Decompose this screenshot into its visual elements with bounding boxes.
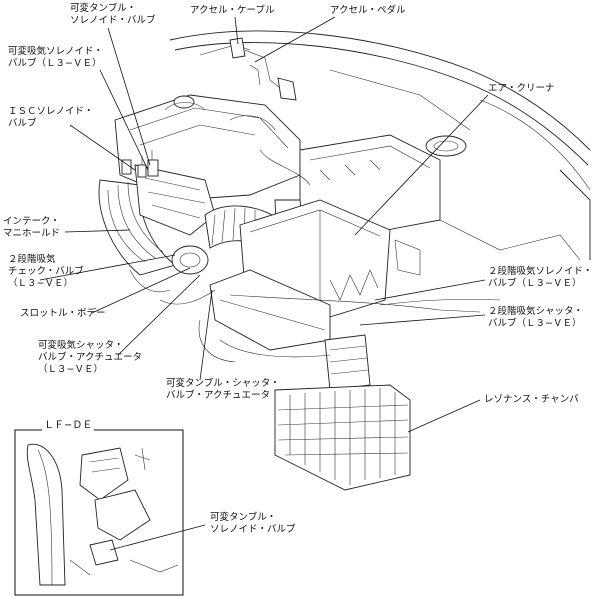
- label-two-stage-solenoid-valve: ２段階吸気ソレノイド・ バルブ（Ｌ３−ＶＥ）: [488, 266, 593, 289]
- leader-lines: [39, 16, 489, 551]
- label-isc-solenoid-valve: ＩＳＣソレノイド・ バルブ: [8, 106, 94, 129]
- label-intake-manifold: インテーク・ マニホールド: [3, 216, 61, 239]
- resonance-duct: [324, 334, 371, 391]
- label-air-cleaner: エア・クリーナ: [488, 83, 555, 94]
- accelerator-assembly: [199, 37, 297, 101]
- inset-title: ＬＦ−ＤＥ: [42, 420, 95, 432]
- inset-lf-de: [14, 429, 184, 596]
- label-resonance-chamber: レゾナンス・チャンバ: [484, 394, 579, 405]
- label-variable-intake-shutter-actuator: 可変吸気シャッタ・ バルブ・アクチュエータ （Ｌ３−ＶＥ）: [38, 340, 143, 375]
- label-two-stage-shutter-valve: ２段階吸気シャッタ・ バルブ（Ｌ３−ＶＥ）: [488, 306, 584, 329]
- hood-outline: [169, 30, 591, 260]
- label-throttle-body: スロットル・ボデー: [20, 308, 106, 319]
- label-variable-tumble-solenoid-valve-inset: 可変タンブル・ ソレノイド・バルブ: [210, 512, 296, 535]
- air-cleaner-housing: [198, 199, 391, 363]
- hoses: [129, 149, 501, 358]
- label-accelerator-cable: アクセル・ケーブル: [190, 5, 275, 16]
- intake-manifold: [98, 164, 216, 276]
- solenoid-valves: [121, 150, 159, 178]
- label-variable-intake-solenoid-valve: 可変吸気ソレノイド・ バルブ（Ｌ３−ＶＥ）: [8, 46, 104, 69]
- label-accelerator-pedal: アクセル・ペダル: [330, 5, 406, 16]
- label-variable-tumble-solenoid-valve: 可変タンブル・ ソレノイド・バルブ: [70, 3, 156, 26]
- label-two-stage-check-valve: ２段階吸気 チェック・バルブ （Ｌ３−ＶＥ）: [8, 254, 84, 289]
- label-variable-tumble-shutter-actuator: 可変タンブル・シャッタ・ バルブ・アクチュエータ: [166, 378, 280, 401]
- resonance-chamber: [274, 384, 411, 491]
